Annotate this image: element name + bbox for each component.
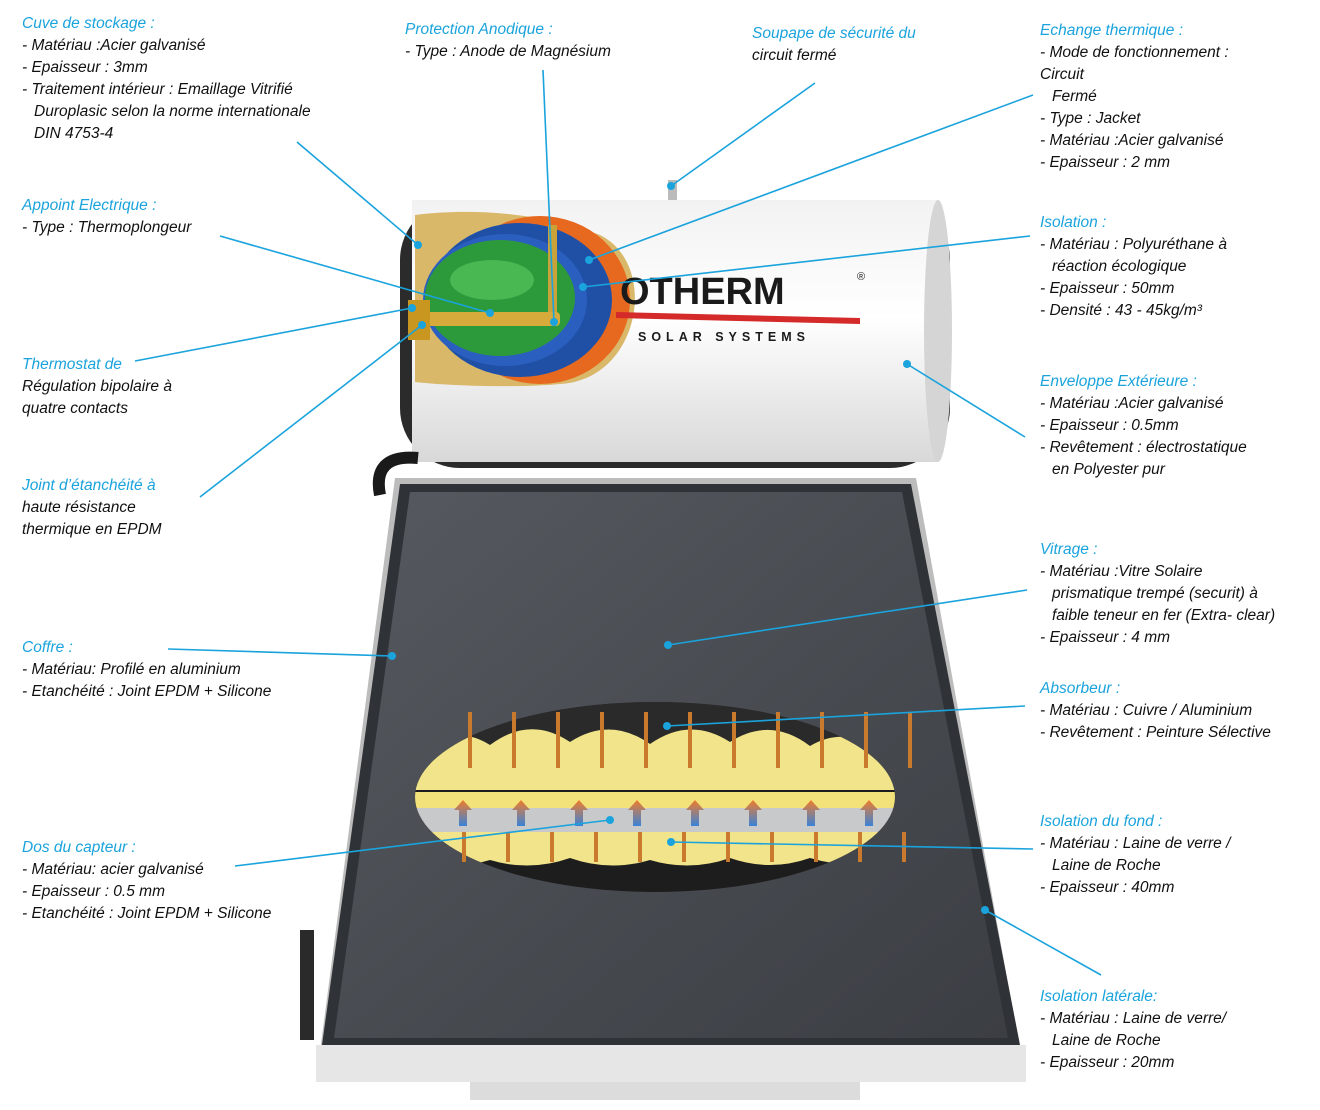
note-title: Soupape de sécurité du bbox=[752, 25, 916, 42]
absorber-tubes bbox=[462, 712, 912, 862]
heat-arrow bbox=[512, 800, 530, 826]
note-line: - Matériau: acier galvanisé bbox=[22, 861, 204, 878]
note-line: - Etanchéité : Joint EPDM + Silicone bbox=[22, 683, 272, 700]
note-line: prismatique trempé (securit) à bbox=[1052, 585, 1258, 602]
note-line: - Matériau : Cuivre / Aluminium bbox=[1040, 702, 1253, 719]
note-line: - Matériau : Laine de verre / bbox=[1040, 835, 1231, 852]
note-line: - Traitement intérieur : Emaillage Vitri… bbox=[22, 81, 293, 98]
note-line: - Matériau :Acier galvanisé bbox=[1040, 132, 1224, 149]
note-vitrage: Vitrage : - Matériau :Vitre Solaire prisma… bbox=[1040, 539, 1275, 649]
note-line: - Epaisseur : 3mm bbox=[22, 59, 148, 76]
note-line: Laine de Roche bbox=[1052, 1032, 1161, 1049]
note-line: DIN 4753-4 bbox=[34, 125, 114, 142]
note-line: - Etanchéité : Joint EPDM + Silicone bbox=[22, 905, 272, 922]
note-cuve: Cuve de stockage : - Matériau :Acier galv… bbox=[22, 13, 311, 145]
brand-tagline: SOLAR SYSTEMS bbox=[638, 330, 810, 344]
heat-arrow bbox=[802, 800, 820, 826]
leader-dots bbox=[388, 182, 989, 914]
note-line: - Epaisseur : 0.5mm bbox=[1040, 417, 1179, 434]
brand-wordmark: OTHERM bbox=[620, 271, 785, 313]
note-line: - Epaisseur : 0.5 mm bbox=[22, 883, 165, 900]
note-line: - Revêtement : Peinture Sélective bbox=[1040, 724, 1271, 741]
note-title: Coffre : bbox=[22, 639, 73, 656]
note-line: - Matériau: Profilé en aluminium bbox=[22, 661, 241, 678]
note-line: faible teneur en fer (Extra- clear) bbox=[1052, 607, 1276, 624]
note-dos: Dos du capteur : - Matériau: acier galvan… bbox=[22, 837, 271, 925]
heat-arrow bbox=[454, 800, 472, 826]
note-line: Fermé bbox=[1052, 88, 1097, 105]
heat-arrow bbox=[744, 800, 762, 826]
note-line: Circuit bbox=[1040, 66, 1084, 83]
note-title: Isolation latérale: bbox=[1040, 988, 1158, 1005]
note-line: réaction écologique bbox=[1052, 258, 1187, 275]
note-line: - Type : Thermoplongeur bbox=[22, 219, 192, 236]
note-line: Régulation bipolaire à bbox=[22, 378, 172, 395]
note-title: Echange thermique : bbox=[1040, 22, 1184, 39]
heat-arrows bbox=[454, 800, 878, 826]
leader-lines bbox=[134, 69, 1102, 976]
note-line: Laine de Roche bbox=[1052, 857, 1161, 874]
note-line: - Densité : 43 - 45kg/m³ bbox=[1040, 302, 1202, 319]
note-line: thermique en EPDM bbox=[22, 521, 162, 538]
note-absorbeur: Absorbeur : - Matériau : Cuivre / Alumini… bbox=[1040, 678, 1271, 744]
note-line: - Epaisseur : 2 mm bbox=[1040, 154, 1171, 171]
note-line: - Matériau :Acier galvanisé bbox=[1040, 395, 1224, 412]
brand-logo: OTHERM ® SOLAR SYSTEMS bbox=[616, 271, 865, 344]
tank-cutaway bbox=[408, 211, 635, 387]
note-line: - Epaisseur : 20mm bbox=[1040, 1054, 1175, 1071]
heat-arrow bbox=[570, 800, 588, 826]
note-isolat: Isolation latérale: - Matériau : Laine de… bbox=[1040, 986, 1226, 1074]
note-title: Isolation du fond : bbox=[1040, 813, 1163, 830]
note-line: - Matériau : Polyuréthane à bbox=[1040, 236, 1227, 253]
note-isolation: Isolation : - Matériau : Polyuréthane à ré… bbox=[1040, 212, 1227, 322]
note-joint: Joint d’étanchéité à haute résistance ther… bbox=[22, 475, 162, 541]
note-line: en Polyester pur bbox=[1052, 461, 1165, 478]
note-title: Appoint Electrique : bbox=[22, 197, 157, 214]
note-line: - Matériau :Vitre Solaire bbox=[1040, 563, 1203, 580]
note-line: - Type : Anode de Magnésium bbox=[405, 43, 611, 60]
note-line: circuit fermé bbox=[752, 47, 837, 64]
note-line: Duroplasic selon la norme internationale bbox=[34, 103, 311, 120]
note-line: quatre contacts bbox=[22, 400, 128, 417]
pipe bbox=[372, 451, 419, 497]
heat-arrow bbox=[860, 800, 878, 826]
note-line: - Type : Jacket bbox=[1040, 110, 1141, 127]
note-title: Isolation : bbox=[1040, 214, 1107, 231]
note-title: Cuve de stockage : bbox=[22, 15, 155, 32]
note-soupape: Soupape de sécurité du circuit fermé bbox=[752, 23, 916, 67]
note-title: Dos du capteur : bbox=[22, 839, 136, 856]
heat-arrow bbox=[628, 800, 646, 826]
note-line: - Epaisseur : 40mm bbox=[1040, 879, 1175, 896]
note-line: - Matériau :Acier galvanisé bbox=[22, 37, 206, 54]
note-title: Absorbeur : bbox=[1040, 680, 1121, 697]
note-line: haute résistance bbox=[22, 499, 136, 516]
note-appoint: Appoint Electrique : - Type : Thermoplong… bbox=[22, 195, 191, 239]
note-title: Vitrage : bbox=[1040, 541, 1098, 558]
note-enveloppe: Enveloppe Extérieure : - Matériau :Acier … bbox=[1040, 371, 1247, 481]
note-title: Protection Anodique : bbox=[405, 21, 553, 38]
note-isofond: Isolation du fond : - Matériau : Laine de… bbox=[1040, 811, 1230, 899]
note-line: - Mode de fonctionnement : bbox=[1040, 44, 1229, 61]
note-coffre: Coffre : - Matériau: Profilé en aluminium… bbox=[22, 637, 271, 703]
note-line: - Epaisseur : 50mm bbox=[1040, 280, 1175, 297]
note-anode: Protection Anodique : - Type : Anode de M… bbox=[405, 19, 611, 63]
note-line: - Matériau : Laine de verre/ bbox=[1040, 1010, 1227, 1027]
heat-arrow bbox=[686, 800, 704, 826]
note-thermostat: Thermostat de Régulation bipolaire à quatr… bbox=[22, 354, 172, 420]
note-title: Joint d’étanchéité à bbox=[22, 477, 156, 494]
note-line: - Revêtement : électrostatique bbox=[1040, 439, 1247, 456]
note-echange: Echange thermique : - Mode de fonctionnem… bbox=[1040, 20, 1229, 174]
note-title: Thermostat de bbox=[22, 356, 122, 373]
brand-registered: ® bbox=[857, 271, 865, 283]
note-line: - Epaisseur : 4 mm bbox=[1040, 629, 1171, 646]
note-title: Enveloppe Extérieure : bbox=[1040, 373, 1197, 390]
